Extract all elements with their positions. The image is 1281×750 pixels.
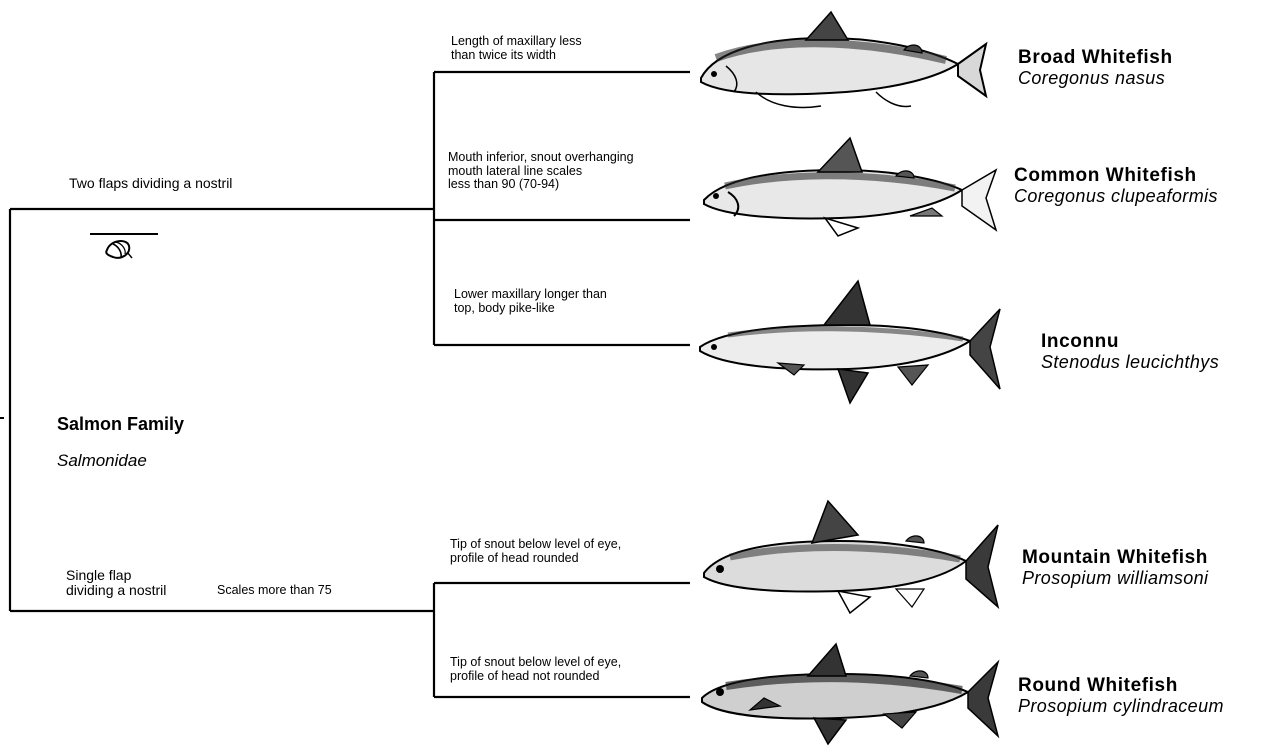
species-scientific-name: Stenodus leucichthys [1041,353,1219,373]
species-common-name: Common Whitefish [1014,166,1218,187]
broad-whitefish-illustration [696,8,988,113]
nostril-flap-icon [85,230,165,270]
family-common-name: Salmon Family [57,415,184,434]
single-flap-label: Single flap dividing a nostril [66,568,166,598]
species-scientific-name: Prosopium williamsoni [1022,569,1208,589]
species-broad-whitefish: Broad Whitefish Coregonus nasus [1018,48,1173,89]
family-label: Salmon Family Salmonidae [57,398,184,488]
species-common-name: Round Whitefish [1018,676,1224,697]
scales-more-than-75-label: Scales more than 75 [217,584,332,598]
round-whitefish-illustration [700,640,1000,750]
species-common-whitefish: Common Whitefish Coregonus clupeaformis [1014,166,1218,207]
couplet-broad-whitefish: Length of maxillary less than twice its … [451,35,582,62]
two-flaps-label: Two flaps dividing a nostril [69,176,232,191]
family-scientific-name: Salmonidae [57,452,184,470]
species-common-name: Mountain Whitefish [1022,548,1208,569]
couplet-inconnu: Lower maxillary longer than top, body pi… [454,288,607,315]
species-common-name: Inconnu [1041,332,1219,353]
species-round-whitefish: Round Whitefish Prosopium cylindraceum [1018,676,1224,717]
common-whitefish-illustration [700,130,998,245]
species-scientific-name: Prosopium cylindraceum [1018,697,1224,717]
inconnu-illustration [698,275,1003,410]
species-common-name: Broad Whitefish [1018,48,1173,69]
species-scientific-name: Coregonus clupeaformis [1014,187,1218,207]
couplet-round-whitefish: Tip of snout below level of eye, profile… [450,656,621,683]
couplet-mountain-whitefish: Tip of snout below level of eye, profile… [450,538,621,565]
species-scientific-name: Coregonus nasus [1018,69,1173,89]
species-mountain-whitefish: Mountain Whitefish Prosopium williamsoni [1022,548,1208,589]
species-inconnu: Inconnu Stenodus leucichthys [1041,332,1219,373]
mountain-whitefish-illustration [700,497,1000,622]
couplet-common-whitefish: Mouth inferior, snout overhanging mouth … [448,151,634,192]
